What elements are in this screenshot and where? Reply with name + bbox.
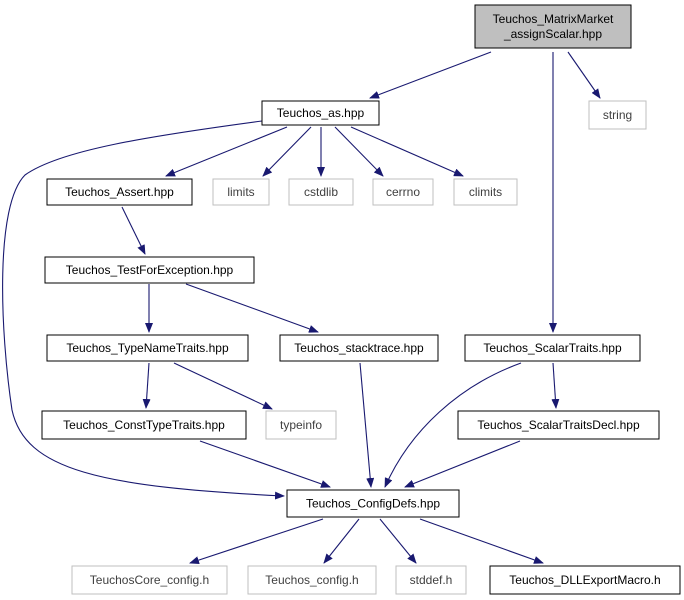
node-label: Teuchos_ConfigDefs.hpp (306, 497, 440, 511)
node-box (46, 178, 193, 206)
node-scalartraits[interactable]: Teuchos_ScalarTraits.hpp (464, 334, 641, 362)
node-box (288, 178, 354, 206)
node-cerrno: cerrno (372, 178, 434, 206)
node-box (46, 334, 249, 362)
edge-root-to-string (567, 51, 601, 99)
node-label: limits (227, 185, 254, 199)
node-config: Teuchos_config.h (247, 565, 377, 595)
node-label: _assignScalar.hpp (503, 27, 602, 41)
node-label: cerrno (386, 185, 420, 199)
node-coreconfig: TeuchosCore_config.h (71, 565, 228, 595)
node-limits: limits (212, 178, 270, 206)
node-box (261, 100, 380, 126)
node-box (588, 100, 647, 130)
node-label: Teuchos_MatrixMarket (493, 12, 614, 26)
edge-configdefs-to-dllexport (419, 518, 544, 564)
node-box (41, 410, 247, 440)
node-testfor[interactable]: Teuchos_TestForException.hpp (44, 256, 255, 284)
edge-typename-to-typeinfo (173, 362, 273, 410)
node-box (489, 565, 681, 595)
edge-scalartraits-to-configdefs (384, 362, 522, 488)
edge-assert-to-testfor (121, 206, 146, 255)
node-label: Teuchos_TypeNameTraits.hpp (66, 341, 229, 355)
node-box (395, 565, 467, 595)
node-label: Teuchos_ScalarTraitsDecl.hpp (477, 418, 640, 432)
edge-typename-to-consttype (142, 362, 151, 409)
node-consttype[interactable]: Teuchos_ConstTypeTraits.hpp (41, 410, 247, 440)
node-label: Teuchos_DLLExportMacro.h (509, 573, 660, 587)
node-configdefs[interactable]: Teuchos_ConfigDefs.hpp (286, 489, 460, 518)
edge-configdefs-to-coreconfig (189, 518, 324, 564)
edge-as-to-cerrno (334, 126, 384, 177)
node-typeinfo: typeinfo (265, 410, 337, 440)
node-box (457, 410, 660, 440)
node-climits: climits (453, 178, 518, 206)
edge-as-to-configdefs (2, 120, 285, 500)
node-label: cstdlib (304, 185, 338, 199)
node-assert[interactable]: Teuchos_Assert.hpp (46, 178, 193, 206)
edge-scalardecl-to-configdefs (404, 440, 521, 488)
node-root[interactable]: Teuchos_MatrixMarket_assignScalar.hpp (474, 4, 632, 49)
node-box (286, 489, 460, 518)
node-stacktrace[interactable]: Teuchos_stacktrace.hpp (279, 334, 439, 362)
node-box (71, 565, 228, 595)
node-box (212, 178, 270, 206)
node-label: Teuchos_ScalarTraits.hpp (483, 341, 622, 355)
node-box (453, 178, 518, 206)
edge-as-to-limits (262, 126, 312, 177)
edge-testfor-to-stacktrace (185, 283, 319, 333)
node-box (474, 4, 632, 49)
edge-consttype-to-configdefs (199, 440, 331, 488)
node-label: climits (469, 185, 502, 199)
node-dllexport[interactable]: Teuchos_DLLExportMacro.h (489, 565, 681, 595)
edge-as-to-assert (165, 126, 288, 177)
node-label: Teuchos_stacktrace.hpp (294, 341, 424, 355)
edge-as-to-climits (350, 126, 464, 177)
node-box (44, 256, 255, 284)
node-scalardecl[interactable]: Teuchos_ScalarTraitsDecl.hpp (457, 410, 660, 440)
node-box (247, 565, 377, 595)
edge-configdefs-to-config (323, 518, 360, 564)
node-box (279, 334, 439, 362)
node-label: typeinfo (280, 418, 322, 432)
node-typename[interactable]: Teuchos_TypeNameTraits.hpp (46, 334, 249, 362)
node-stddef: stddef.h (395, 565, 467, 595)
node-box (464, 334, 641, 362)
node-label: Teuchos_TestForException.hpp (66, 263, 234, 277)
node-label: Teuchos_config.h (265, 573, 358, 587)
node-label: string (603, 108, 632, 122)
node-as[interactable]: Teuchos_as.hpp (261, 100, 380, 126)
node-label: Teuchos_Assert.hpp (65, 185, 174, 199)
node-label: Teuchos_as.hpp (277, 106, 365, 120)
node-string: string (588, 100, 647, 130)
edge-root-to-as (369, 51, 492, 99)
node-cstdlib: cstdlib (288, 178, 354, 206)
node-box (265, 410, 337, 440)
node-label: Teuchos_ConstTypeTraits.hpp (63, 418, 225, 432)
edge-stacktrace-to-configdefs (359, 362, 375, 488)
edge-configdefs-to-stddef (379, 518, 417, 564)
node-box (372, 178, 434, 206)
node-label: stddef.h (410, 573, 453, 587)
edge-scalartraits-to-scalardecl (551, 362, 560, 409)
node-label: TeuchosCore_config.h (90, 573, 209, 587)
